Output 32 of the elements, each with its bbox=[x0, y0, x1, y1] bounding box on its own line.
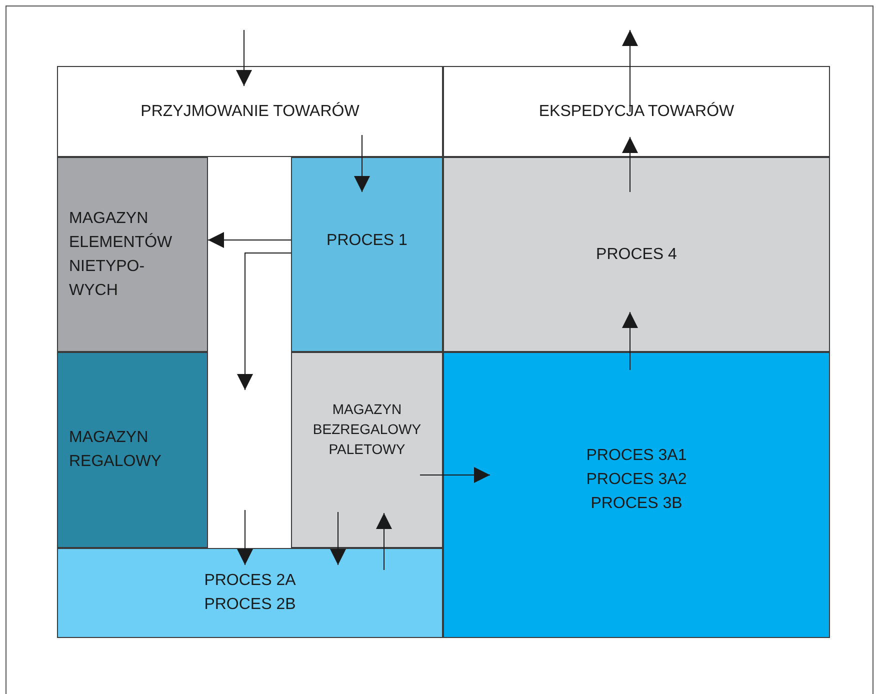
arrow bbox=[237, 252, 292, 390]
box-label: PROCES 2B bbox=[204, 595, 296, 615]
process-box bbox=[57, 548, 443, 638]
box-label: PROCES 4 bbox=[596, 244, 677, 264]
arrow bbox=[622, 136, 638, 192]
process-box bbox=[291, 157, 443, 352]
box-label: MAGAZYN ELEMENTÓW NIETYPO- WYCH bbox=[69, 208, 174, 300]
box-label: PRZYJMOWANIE TOWARÓW bbox=[140, 101, 360, 122]
arrow bbox=[237, 510, 253, 566]
arrow bbox=[376, 512, 392, 570]
process-box bbox=[57, 157, 208, 352]
box-label: PROCES 1 bbox=[326, 230, 408, 250]
box-label: MAGAZYN REGALOWY bbox=[69, 428, 162, 472]
process-box bbox=[57, 352, 208, 548]
process-box bbox=[291, 352, 443, 548]
process-box bbox=[443, 352, 830, 638]
arrow bbox=[354, 134, 370, 192]
box-label: PROCES 2A bbox=[204, 571, 296, 591]
arrow bbox=[622, 30, 638, 112]
arrow bbox=[622, 312, 638, 370]
arrow bbox=[330, 512, 346, 566]
process-box bbox=[443, 157, 830, 352]
arrow bbox=[420, 467, 490, 483]
arrow bbox=[208, 232, 292, 248]
box-label: PROCES 3B bbox=[590, 494, 682, 514]
process-box bbox=[57, 66, 443, 157]
box-label: MAGAZYN BEZREGALOWY PALETOWY bbox=[312, 400, 422, 459]
process-box bbox=[443, 66, 830, 157]
box-label: EKSPEDYCJA TOWARÓW bbox=[538, 101, 734, 122]
box-label: PROCES 3A1 bbox=[586, 446, 687, 466]
arrow bbox=[236, 30, 252, 86]
box-label: PROCES 3A2 bbox=[586, 470, 687, 490]
